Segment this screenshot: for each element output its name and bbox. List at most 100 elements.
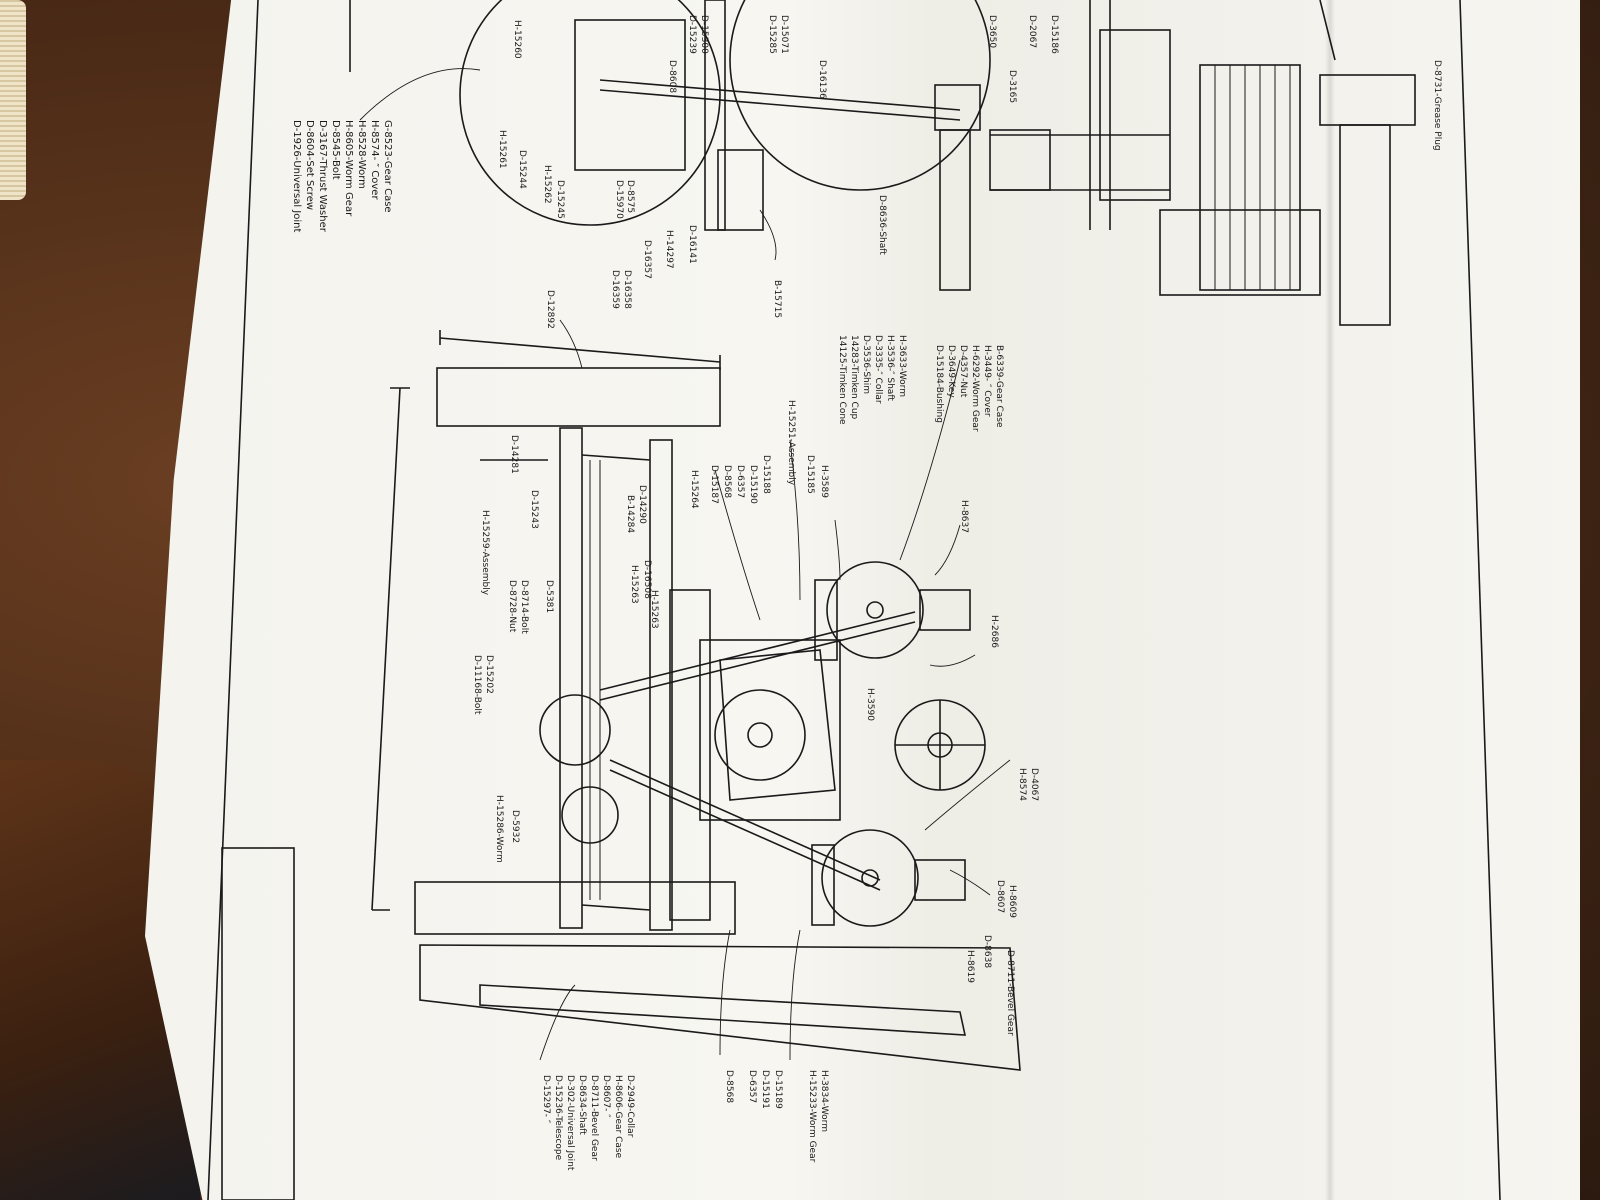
top-label: D-8731-Grease Plug: [1432, 60, 1442, 151]
top-labels: D-15300 D-15239 D-15071 D-15285 D-8608 D…: [497, 15, 1442, 629]
part-label: D-11168-Bolt: [472, 655, 482, 715]
part-label: D-6357: [747, 1070, 757, 1103]
legend-entry: H-6292-Worm Gear: [970, 345, 980, 432]
top-label: D-16358: [622, 270, 632, 309]
part-label: H-3589: [819, 465, 829, 498]
legend-entry: D-8545-Bolt: [330, 120, 341, 180]
mid-legend: B-6339-Gear Case H-3449- ″ Cover H-6292-…: [837, 335, 1004, 432]
legend-entry: H-3449- ″ Cover: [982, 345, 992, 417]
part-label: H-8609: [1007, 885, 1017, 918]
part-label: H-15259-Assembly: [480, 510, 490, 596]
part-label: H-2686: [989, 615, 999, 648]
top-label: D-8608: [667, 60, 677, 93]
upper-partial-view: [349, 0, 1416, 326]
legend-entry: H-8606-Gear Case: [613, 1075, 623, 1159]
part-label: D-15243: [529, 490, 539, 529]
legend-entry: D-302-Universal Joint: [565, 1075, 575, 1171]
legend-entry: D-3536-Shim: [861, 335, 871, 394]
top-label: D-3650: [987, 15, 997, 48]
top-label: D-15186: [1049, 15, 1059, 54]
part-label: H-8619: [965, 950, 975, 983]
legend-entry: H-8605-Worm Gear: [343, 120, 354, 217]
main-assembly-view: [371, 330, 1021, 1071]
legend-entry: H-3536-″ Shaft: [885, 335, 895, 401]
legend-entry: B-6339-Gear Case: [994, 345, 1004, 428]
top-label: D-15970: [614, 180, 624, 219]
part-label: H-3834-Worm: [819, 1070, 829, 1132]
top-label: D-15239: [687, 15, 697, 54]
part-label: D-8568: [724, 1070, 734, 1103]
part-label: H-3590: [865, 688, 875, 721]
part-label: D-12892: [545, 290, 555, 329]
bottom-labels: D-8568 D-6357 D-15191 D-15189 H-3834-Wor…: [724, 1070, 829, 1163]
top-label: D-16359: [610, 270, 620, 309]
leader-lines: [359, 68, 1011, 1061]
top-label: D-2067: [1027, 15, 1037, 48]
part-label: D-15191: [760, 1070, 770, 1109]
part-label: D-16508: [642, 560, 652, 599]
top-label: D-8636-Shaft: [877, 195, 887, 255]
part-label: H-8574: [1017, 768, 1027, 801]
part-label: H-15233-Worm Gear: [807, 1070, 817, 1163]
bottom-legend: D-2949-Collar H-8606-Gear Case D-8607- ″…: [541, 1075, 635, 1171]
top-label: B-15715: [772, 280, 782, 318]
part-label: D-15202: [484, 655, 494, 694]
top-label: H-15263: [649, 590, 659, 629]
legend-entry: D-3335-″ Collar: [873, 335, 883, 404]
part-label: D-4067: [1029, 768, 1039, 801]
part-label: D-15190: [748, 465, 758, 504]
legend-entry: D-8711-Bevel Gear: [589, 1075, 599, 1161]
top-label: D-15071: [779, 15, 789, 54]
border-line-left: [207, 0, 259, 1200]
legend-entry: D-8607- ″: [601, 1075, 611, 1118]
border-line-right: [1459, 0, 1501, 1200]
legend-entry: D-3167-Thrust Washer: [317, 120, 328, 233]
top-label: H-14297: [664, 230, 674, 269]
top-label: D-16141: [687, 225, 697, 264]
part-label: H-15286-Worm: [494, 795, 504, 863]
top-label: D-15244: [517, 150, 527, 189]
part-label: D-8638: [982, 935, 992, 968]
part-label: D-15188: [761, 455, 771, 494]
top-label: D-15285: [767, 15, 777, 54]
legend-entry: D-15184-Bushing: [934, 345, 944, 423]
part-label: B-14284: [625, 495, 635, 533]
part-label: D-8711-Bevel Gear: [1005, 950, 1015, 1036]
legend-entry: D-3649-Key: [946, 345, 956, 398]
legend-entry: H-3633-Worm: [897, 335, 907, 397]
top-label: H-15262: [542, 165, 552, 204]
part-label: H-15264: [689, 470, 699, 509]
book-edge: [0, 0, 26, 200]
top-label: H-15261: [497, 130, 507, 169]
legend-entry: H-8528-Worm: [356, 120, 367, 189]
legend-entry: D-15297- ″: [541, 1075, 551, 1124]
legend-entry: D-2949-Collar: [625, 1075, 635, 1138]
part-label: D-14290: [637, 485, 647, 524]
part-label: H-8637: [959, 500, 969, 533]
sheet-fold-crease: [1325, 0, 1335, 1200]
part-label: D-8728-Nut: [507, 580, 517, 633]
legend-entry: D-8604-Set Screw: [304, 120, 315, 210]
blueprint-sheet: [145, 0, 1580, 1200]
legend-entry: D-8634-Shaft: [577, 1075, 587, 1135]
title-block-box: [221, 847, 295, 1200]
top-label: D-8575: [625, 180, 635, 213]
main-labels: D-12892 D-14281 D-14290 B-14284 D-15243 …: [472, 290, 1039, 1036]
left-legend: G-8523-Gear Case H-8574- ″ Cover H-8528-…: [291, 120, 393, 233]
part-label: D-8714-Bolt: [519, 580, 529, 634]
top-label: H-15260: [512, 20, 522, 59]
top-label: D-16136: [817, 60, 827, 99]
top-label: D-15245: [555, 180, 565, 219]
legend-entry: 14125-Timken Cone: [837, 335, 847, 425]
part-label: D-5381: [544, 580, 554, 613]
part-label: D-6357: [735, 465, 745, 498]
top-label: D-15300: [699, 15, 709, 54]
top-label: D-16357: [642, 240, 652, 279]
part-label: D-15189: [773, 1070, 783, 1109]
legend-entry: D-1926-Universal Joint: [291, 120, 302, 232]
part-label: D-8568: [722, 465, 732, 498]
part-label: H-15263: [629, 565, 639, 604]
part-label: D-8607: [995, 880, 1005, 913]
part-label: D-15187: [709, 465, 719, 504]
legend-entry: D-4357-Nut: [958, 345, 968, 398]
